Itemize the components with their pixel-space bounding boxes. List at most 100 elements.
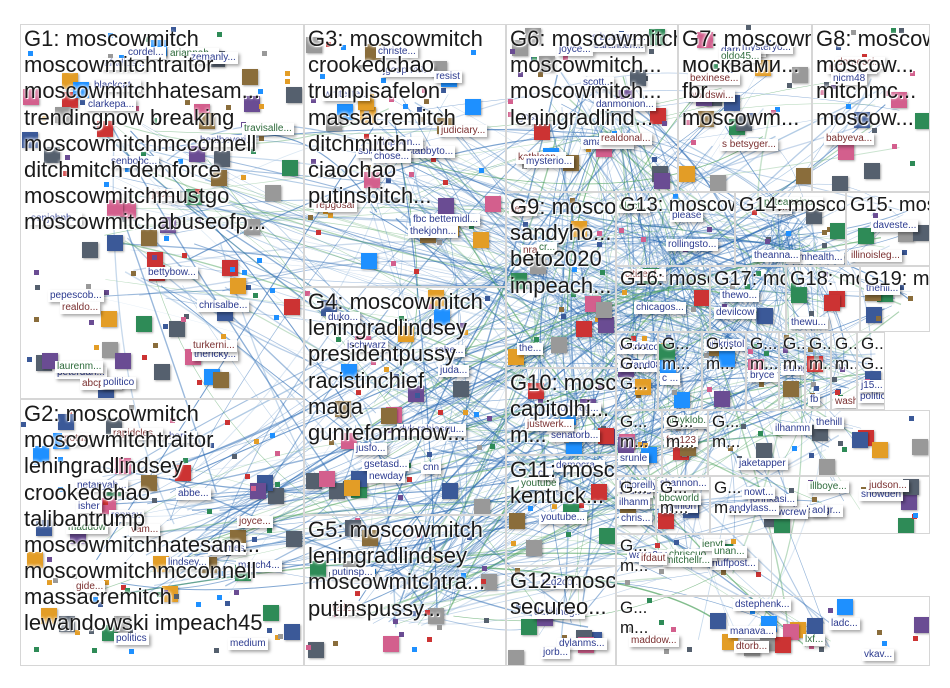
vertex-dot[interactable] xyxy=(789,488,794,493)
vertex-label[interactable]: nra xyxy=(521,245,540,257)
vertex-dot[interactable] xyxy=(515,568,520,573)
vertex-label[interactable]: maddow... xyxy=(629,635,679,647)
vertex-label[interactable]: march4... xyxy=(236,560,282,572)
vertex-label[interactable]: shannon... xyxy=(658,478,709,490)
vertex-dot[interactable] xyxy=(538,398,543,403)
vertex-dot[interactable] xyxy=(722,304,727,309)
vertex-label[interactable]: please xyxy=(670,210,704,222)
vertex-dot[interactable] xyxy=(460,323,465,328)
vertex-dot[interactable] xyxy=(185,100,190,105)
vertex-dot[interactable] xyxy=(687,647,692,652)
vertex-dot[interactable] xyxy=(764,351,769,356)
vertex-dot[interactable] xyxy=(92,648,97,653)
vertex-dot[interactable] xyxy=(270,288,275,293)
vertex-dot[interactable] xyxy=(366,165,371,170)
vertex-avatar[interactable] xyxy=(44,147,60,163)
vertex-label[interactable]: benlbeveri... xyxy=(198,135,257,147)
vertex-avatar[interactable] xyxy=(901,494,917,510)
vertex-avatar[interactable] xyxy=(474,499,490,514)
vertex-dot[interactable] xyxy=(428,323,433,328)
vertex-label[interactable]: laurenm... xyxy=(55,361,104,373)
vertex-label[interactable]: scott... xyxy=(581,77,615,89)
group-g31[interactable]: reutersbilloreillyilhanmchris...G... xyxy=(616,476,656,534)
vertex-avatar[interactable] xyxy=(147,252,163,268)
vertex-dot[interactable] xyxy=(119,55,124,60)
vertex-dot[interactable] xyxy=(721,570,726,575)
group-g34[interactable]: julianne...huffpost...wave3ne...chriscuo… xyxy=(616,534,772,596)
vertex-dot[interactable] xyxy=(414,269,419,274)
vertex-dot[interactable] xyxy=(809,453,814,458)
vertex-dot[interactable] xyxy=(388,428,393,433)
vertex-dot[interactable] xyxy=(534,337,539,342)
vertex-avatar[interactable] xyxy=(428,608,444,624)
vertex-dot[interactable] xyxy=(822,243,827,248)
vertex-avatar[interactable] xyxy=(189,146,205,162)
vertex-dot[interactable] xyxy=(641,237,646,242)
vertex-label[interactable]: goss... xyxy=(516,112,550,124)
vertex-dot[interactable] xyxy=(461,573,466,578)
vertex-dot[interactable] xyxy=(713,64,718,69)
vertex-dot[interactable] xyxy=(783,348,788,353)
vertex-avatar[interactable] xyxy=(528,383,544,399)
vertex-dot[interactable] xyxy=(393,198,398,203)
vertex-dot[interactable] xyxy=(267,528,272,533)
vertex-dot[interactable] xyxy=(570,198,575,203)
vertex-dot[interactable] xyxy=(707,387,712,392)
vertex-dot[interactable] xyxy=(877,630,882,635)
vertex-label[interactable]: rew... xyxy=(509,204,537,216)
vertex-dot[interactable] xyxy=(835,364,840,369)
vertex-dot[interactable] xyxy=(394,374,399,379)
vertex-label[interactable]: chris... xyxy=(619,513,653,525)
vertex-dot[interactable] xyxy=(163,324,168,329)
vertex-dot[interactable] xyxy=(305,291,310,296)
vertex-label[interactable]: amyklob... xyxy=(664,415,707,427)
vertex-dot[interactable] xyxy=(341,45,346,50)
vertex-dot[interactable] xyxy=(125,167,130,172)
vertex-dot[interactable] xyxy=(121,585,126,590)
vertex-label[interactable]: oldo45... xyxy=(719,51,762,63)
vertex-dot[interactable] xyxy=(752,344,757,349)
vertex-label[interactable]: judiciary... xyxy=(439,125,488,137)
vertex-avatar[interactable] xyxy=(806,208,822,224)
vertex-avatar[interactable] xyxy=(650,108,666,124)
vertex-avatar[interactable] xyxy=(211,170,227,186)
vertex-dot[interactable] xyxy=(80,100,85,105)
vertex-dot[interactable] xyxy=(526,549,531,554)
vertex-dot[interactable] xyxy=(819,647,824,652)
vertex-dot[interactable] xyxy=(209,443,214,448)
vertex-avatar[interactable] xyxy=(698,111,714,127)
vertex-dot[interactable] xyxy=(902,250,907,255)
vertex-dot[interactable] xyxy=(129,649,134,654)
vertex-avatar[interactable] xyxy=(102,342,118,358)
vertex-dot[interactable] xyxy=(103,500,108,505)
vertex-avatar[interactable] xyxy=(326,115,342,131)
vertex-dot[interactable] xyxy=(758,431,763,436)
vertex-avatar[interactable] xyxy=(521,619,537,635)
vertex-dot[interactable] xyxy=(274,315,279,320)
vertex-dot[interactable] xyxy=(441,88,446,93)
vertex-avatar[interactable] xyxy=(153,556,169,572)
vertex-dot[interactable] xyxy=(631,336,636,341)
vertex-avatar[interactable] xyxy=(310,561,326,577)
vertex-avatar[interactable] xyxy=(791,287,807,303)
vertex-label[interactable]: washingt xyxy=(833,396,856,408)
vertex-avatar[interactable] xyxy=(858,228,874,244)
vertex-avatar[interactable] xyxy=(679,166,695,182)
vertex-label[interactable]: pl teapainu... xyxy=(762,197,824,209)
vertex-dot[interactable] xyxy=(532,57,537,62)
vertex-avatar[interactable] xyxy=(286,87,302,103)
vertex-dot[interactable] xyxy=(134,106,139,111)
vertex-avatar[interactable] xyxy=(719,351,735,367)
vertex-dot[interactable] xyxy=(65,155,70,160)
vertex-dot[interactable] xyxy=(598,385,603,390)
vertex-avatar[interactable] xyxy=(41,608,57,624)
vertex-dot[interactable] xyxy=(63,171,68,176)
vertex-label[interactable]: vam... xyxy=(129,524,161,536)
vertex-dot[interactable] xyxy=(152,255,157,260)
group-g3[interactable]: whitelite...jgosph48...fbc bettemidl...s… xyxy=(304,24,506,287)
vertex-avatar[interactable] xyxy=(830,223,845,239)
vertex-avatar[interactable] xyxy=(571,221,587,237)
vertex-dot[interactable] xyxy=(823,272,828,277)
vertex-avatar[interactable] xyxy=(838,144,854,160)
vertex-avatar[interactable] xyxy=(551,337,567,353)
